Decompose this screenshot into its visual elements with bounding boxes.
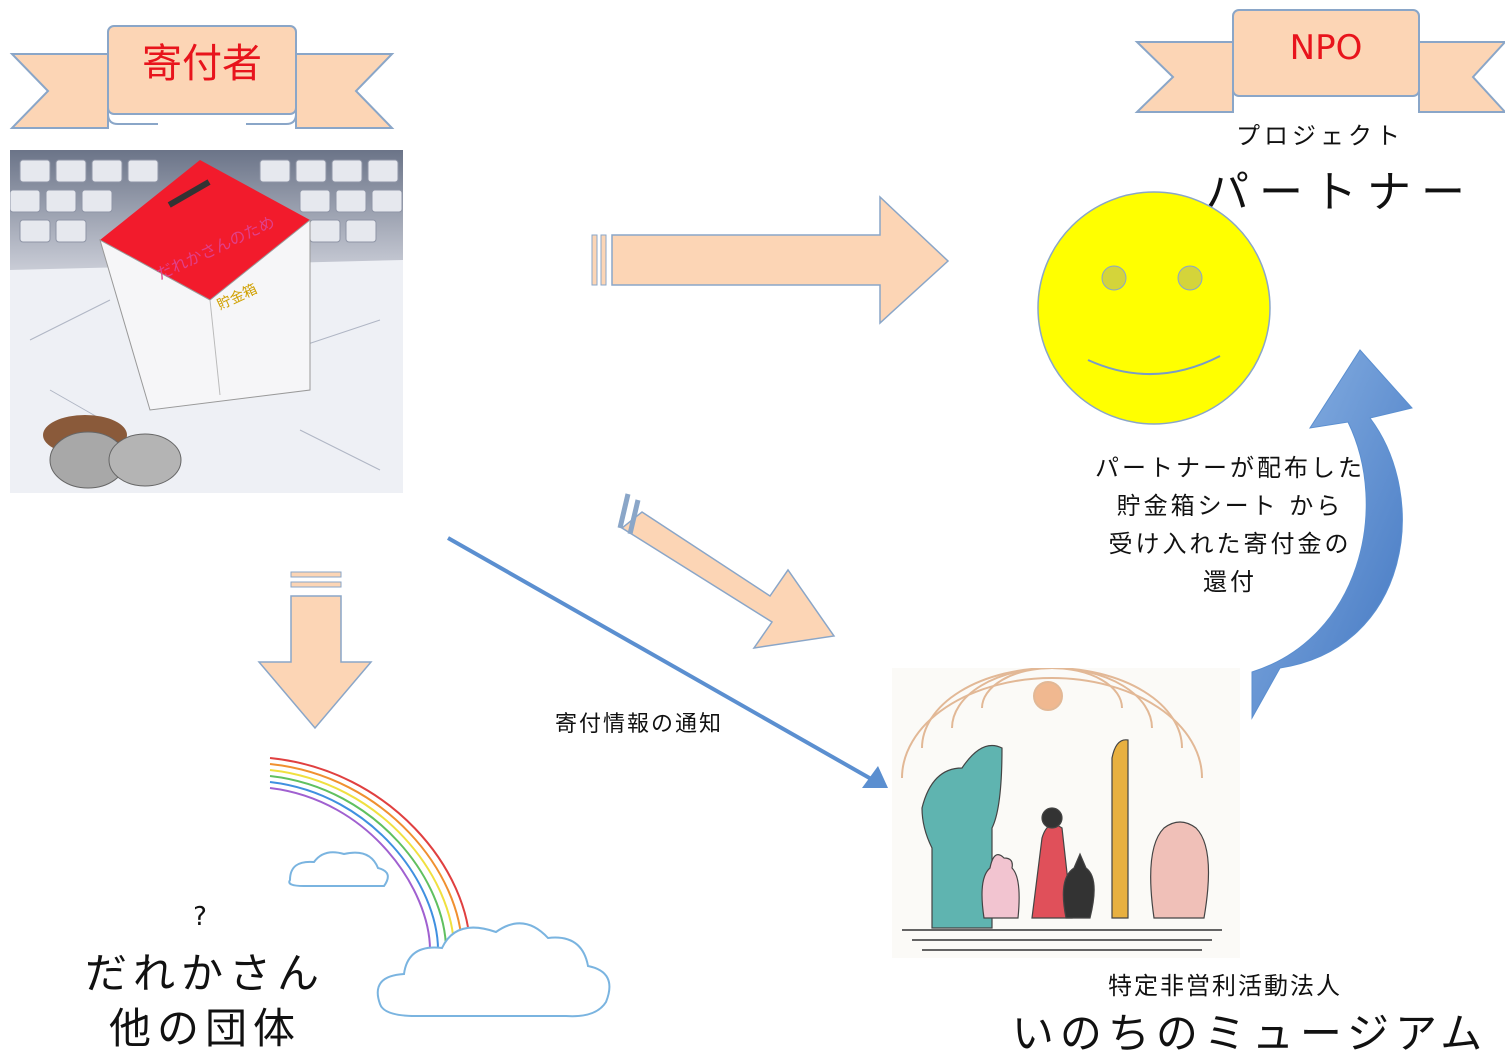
npo-subtitle: プロジェクト xyxy=(1236,122,1404,150)
others-line-1: だれかさん xyxy=(84,949,325,998)
museum-illustration xyxy=(892,668,1240,958)
donor-banner xyxy=(9,25,395,129)
coin-bank-photo: だれかさんのため 貯金箱 xyxy=(10,150,403,493)
npo-name: パートナー xyxy=(1205,167,1475,218)
notification-arrow xyxy=(447,536,888,788)
others-line-2: 他の団体 xyxy=(108,1004,301,1053)
arrow-donor-to-museum xyxy=(617,493,836,649)
notify-label: 寄付情報の通知 xyxy=(555,712,724,737)
others-question: ? xyxy=(193,902,207,932)
refund-note-line-1: パートナーが配布した xyxy=(1095,454,1365,482)
refund-note-line-3: 受け入れた寄付金の xyxy=(1108,530,1352,558)
arrow-refund-curved xyxy=(1251,349,1413,720)
arrow-donor-to-others xyxy=(257,571,373,730)
museum-name: いのちのミュージアム xyxy=(1011,1009,1489,1058)
donor-title: 寄付者 xyxy=(142,41,262,87)
npo-title: NPO xyxy=(1289,28,1363,68)
rainbow-cloud-illustration xyxy=(269,757,611,1018)
refund-note-line-4: 還付 xyxy=(1203,568,1257,596)
arrow-donor-to-partner xyxy=(591,195,950,325)
refund-note-line-2: 貯金箱シート から xyxy=(1116,492,1344,520)
npo-banner xyxy=(1134,9,1505,113)
museum-type: 特定非営利活動法人 xyxy=(1108,972,1342,1000)
smiley-face-icon xyxy=(1037,191,1271,425)
coin-bank-illustration: だれかさんのため 貯金箱 xyxy=(10,150,403,493)
